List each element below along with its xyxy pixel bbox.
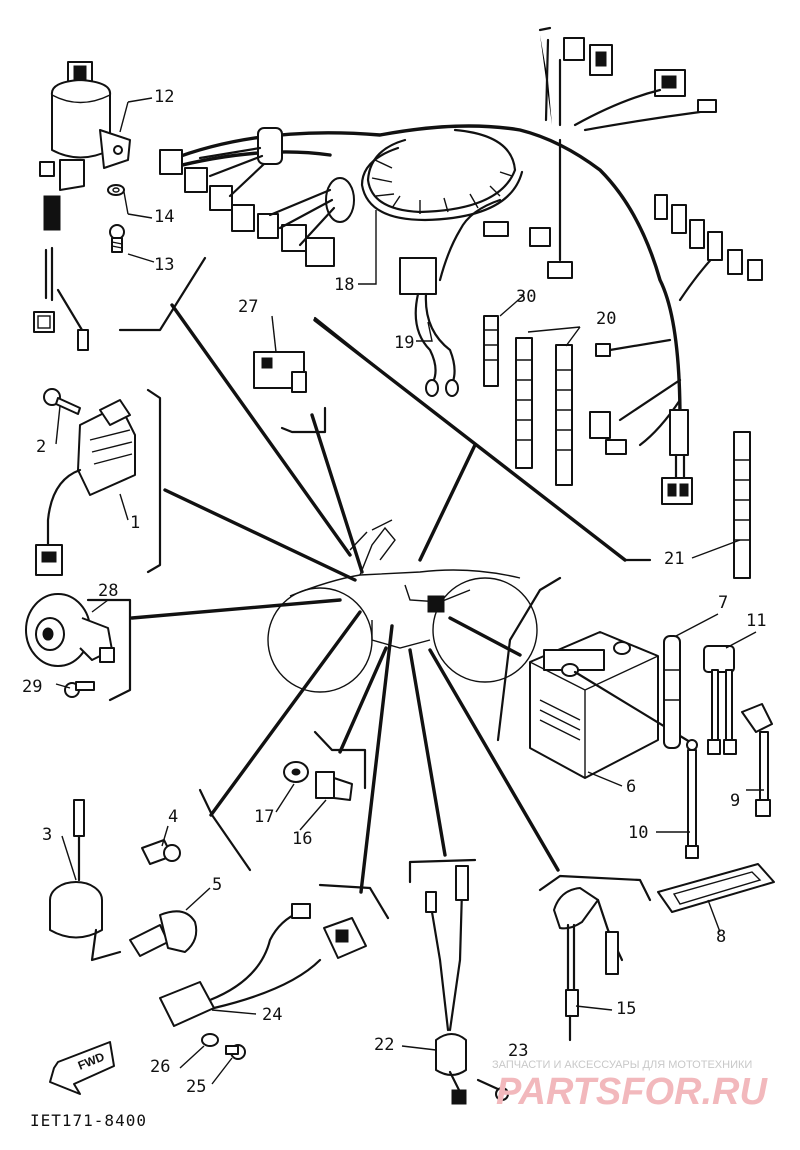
watermark-tagline: ЗАПЧАСТИ И АКСЕССУАРЫ ДЛЯ МОТОТЕХНИКИ xyxy=(492,1059,752,1071)
callout-21: 21 xyxy=(664,549,684,569)
watermark-site: PARTSFOR.RU xyxy=(496,1071,768,1113)
callout-27: 27 xyxy=(238,297,258,317)
callout-leaders xyxy=(55,97,764,1085)
watermark-logo: ЗАПЧАСТИ И АКСЕССУАРЫ ДЛЯ МОТОТЕХНИКИ PA… xyxy=(492,1059,768,1113)
oil-switch-16 xyxy=(315,771,353,801)
callout-28: 28 xyxy=(98,581,118,601)
igniter-24 xyxy=(159,903,367,1027)
washer-26 xyxy=(201,1033,219,1047)
callout-23: 23 xyxy=(508,1041,528,1061)
switch-5 xyxy=(129,910,198,957)
plug-cap-15 xyxy=(553,887,624,1042)
callout-2: 2 xyxy=(36,437,46,457)
callout-16: 16 xyxy=(292,829,312,849)
relay-19 xyxy=(399,257,459,397)
breather-tube-7 xyxy=(663,635,681,749)
callout-7: 7 xyxy=(718,593,728,613)
washer-14 xyxy=(107,184,125,196)
callout-18: 18 xyxy=(334,275,354,295)
fwd-arrow-icon: FWD xyxy=(49,1041,115,1095)
callout-25: 25 xyxy=(186,1077,206,1097)
callout-12: 12 xyxy=(154,87,174,107)
callout-3: 3 xyxy=(42,825,52,845)
callout-numbers: 1 2 3 4 5 6 7 8 9 10 11 12 13 14 15 16 1… xyxy=(22,87,766,1097)
callout-29: 29 xyxy=(22,677,42,697)
bolt-25 xyxy=(225,1044,246,1060)
brackets xyxy=(86,256,652,920)
rectifier-regulator-1 xyxy=(35,399,136,576)
bands-20 xyxy=(515,337,573,486)
callout-6: 6 xyxy=(626,777,636,797)
screw-4 xyxy=(141,839,181,865)
callout-14: 14 xyxy=(154,207,174,227)
callout-8: 8 xyxy=(716,927,726,947)
callout-30: 30 xyxy=(516,287,536,307)
screw-13 xyxy=(109,224,125,253)
diagram-code: IET171-8400 xyxy=(30,1111,147,1130)
callout-13: 13 xyxy=(154,255,174,275)
band-30 xyxy=(483,315,499,387)
callout-4: 4 xyxy=(168,807,178,827)
bolt-29 xyxy=(64,681,95,698)
flasher-relay-27 xyxy=(253,351,307,393)
callout-10: 10 xyxy=(628,823,648,843)
callout-1: 1 xyxy=(130,513,140,533)
motorcycle-silhouette xyxy=(267,519,538,693)
callout-11: 11 xyxy=(746,611,766,631)
battery-6 xyxy=(529,631,659,779)
callout-9: 9 xyxy=(730,791,740,811)
callout-22: 22 xyxy=(374,1035,394,1055)
stop-switch-22 xyxy=(425,865,469,1105)
band-21 xyxy=(733,431,751,579)
callout-15: 15 xyxy=(616,999,636,1019)
wire-harness-18 xyxy=(159,26,763,505)
main-switch-12 xyxy=(33,61,131,351)
callout-19: 19 xyxy=(394,333,414,353)
callout-26: 26 xyxy=(150,1057,170,1077)
callout-24: 24 xyxy=(262,1005,282,1025)
callout-20: 20 xyxy=(596,309,616,329)
battery-band-8 xyxy=(657,863,775,913)
spring-23 xyxy=(476,1078,509,1101)
horn-28 xyxy=(25,593,115,667)
neutral-switch-3 xyxy=(49,799,122,962)
bolt-2 xyxy=(43,388,81,415)
washer-17 xyxy=(283,761,309,783)
callout-17: 17 xyxy=(254,807,274,827)
battery-lead-9 xyxy=(741,703,773,817)
callout-5: 5 xyxy=(212,875,222,895)
fuse-11 xyxy=(703,645,737,755)
